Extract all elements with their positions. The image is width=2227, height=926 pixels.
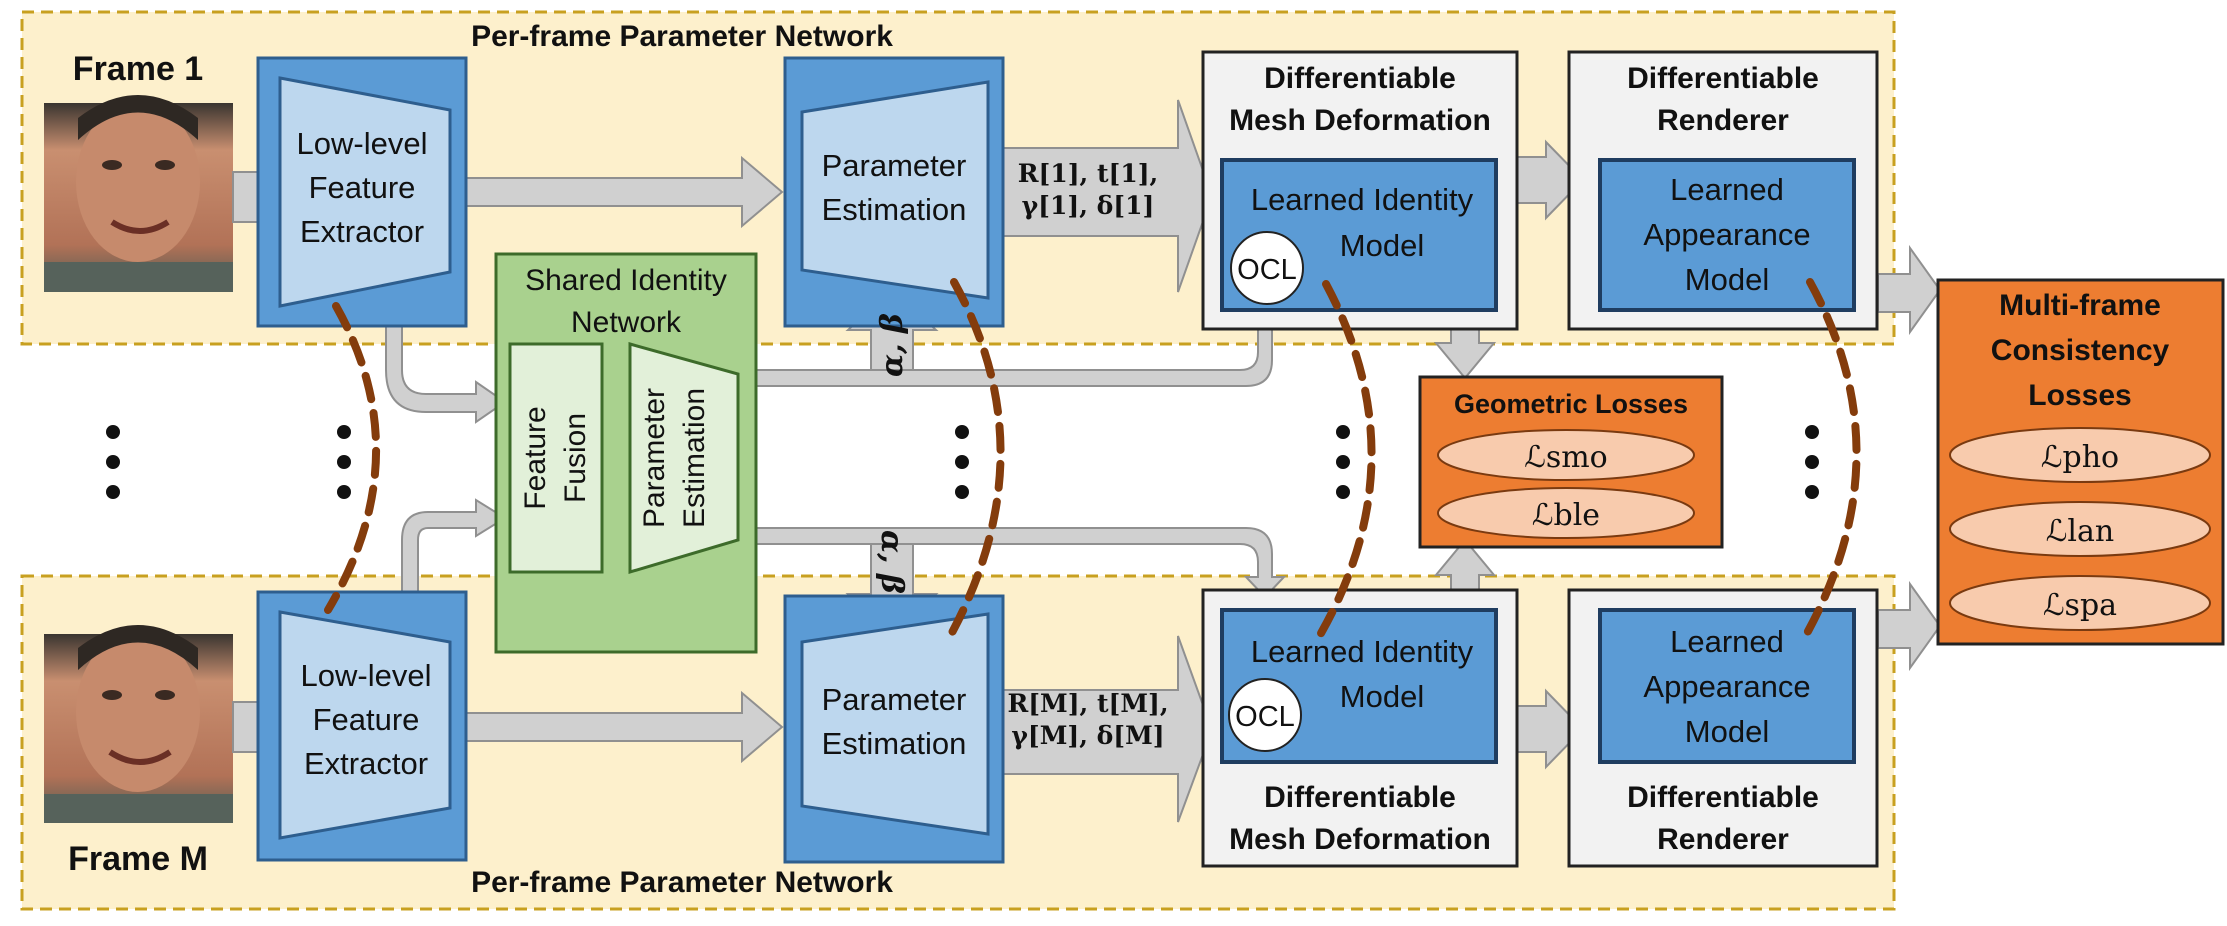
consistency-title-line2: Consistency (1991, 334, 2170, 367)
feature-extractor-top: Low-level Feature Extractor (256, 56, 468, 328)
arrow-renderer-to-losses-bottom (1877, 580, 1942, 672)
renderer-top-title-line1: Differentiable (1627, 62, 1819, 95)
renderer-bottom-title-line2: Renderer (1657, 823, 1789, 856)
shared-estimation-line1: Parameter (638, 388, 671, 528)
extractor-bottom-line1: Low-level (301, 658, 432, 693)
loss-lan: ℒlan (2046, 514, 2114, 549)
shared-title-line2: Network (571, 306, 682, 339)
arrow-estimation-to-mesh-bottom (990, 635, 1214, 823)
appearance-top-line3: Model (1685, 262, 1769, 297)
arrow-mesh-to-renderer-bottom (1515, 688, 1585, 770)
renderer-top: Differentiable Renderer Learned Appearan… (1567, 50, 1879, 331)
identity-model-bottom-line1: Learned Identity (1251, 634, 1474, 669)
frame-m-label: Frame M (68, 840, 208, 878)
estimation-top-line2: Estimation (822, 192, 967, 227)
arrow-extractor-to-estimation-bottom (456, 690, 784, 764)
loss-pho: ℒpho (2041, 440, 2119, 475)
ellipsis-markers (106, 425, 1819, 499)
bottom-region-label: Per-frame Parameter Network (471, 866, 893, 899)
ocl-top: OCL (1237, 254, 1297, 286)
face-image-frame-m (44, 625, 233, 823)
loss-spa: ℒspa (2043, 588, 2117, 623)
arrow-renderer-to-losses-top (1877, 244, 1942, 336)
face-image-frame-1 (44, 95, 233, 292)
parameter-estimation-bottom: Parameter Estimation (783, 594, 1005, 864)
arrow-shared-to-mesh-bottom (741, 527, 1287, 599)
frame-link-arcs (324, 278, 1861, 644)
renderer-bottom: Learned Appearance Model Differentiable … (1567, 588, 1879, 868)
fusion-line2: Fusion (559, 413, 592, 503)
extractor-bottom-line3: Extractor (304, 746, 428, 781)
geometric-losses-title: Geometric Losses (1454, 389, 1688, 419)
appearance-bottom-line2: Appearance (1643, 669, 1810, 704)
renderer-top-title-line2: Renderer (1657, 104, 1789, 137)
shared-estimation-line2: Estimation (678, 388, 711, 528)
parameter-estimation-top: Parameter Estimation (783, 56, 1005, 328)
appearance-bottom-line1: Learned (1670, 624, 1784, 659)
geometric-losses: Geometric Losses ℒsmo ℒble (1418, 375, 1724, 549)
extractor-top-line2: Feature (309, 170, 416, 205)
outputs-top-line2: γ[1], δ[1] (1022, 191, 1155, 220)
mesh-top-title-line1: Differentiable (1264, 62, 1456, 95)
frame-1-label: Frame 1 (73, 50, 203, 88)
alpha-beta-label-bottom: α, β (874, 530, 909, 594)
shared-identity-network: Shared Identity Network Feature Fusion P… (494, 252, 758, 654)
ocl-bottom: OCL (1235, 701, 1295, 733)
renderer-bottom-title-line1: Differentiable (1627, 781, 1819, 814)
mesh-top-title-line2: Mesh Deformation (1229, 104, 1491, 137)
appearance-bottom-line3: Model (1685, 714, 1769, 749)
appearance-top-line1: Learned (1670, 172, 1784, 207)
arrow-estimation-to-mesh-top (990, 99, 1214, 293)
link-arc-identity (1316, 280, 1376, 639)
estimation-bottom-line2: Estimation (822, 726, 967, 761)
feature-extractor-bottom: Low-level Feature Extractor (256, 590, 468, 862)
loss-ble: ℒble (1532, 498, 1600, 533)
fusion-line1: Feature (519, 406, 552, 509)
outputs-bottom-line1: R[M], t[M], (1007, 689, 1168, 718)
mesh-bottom-title-line1: Differentiable (1264, 781, 1456, 814)
outputs-top-line1: R[1], t[1], (1018, 159, 1159, 188)
consistency-losses: Multi-frame Consistency Losses ℒpho ℒlan… (1936, 278, 2225, 646)
estimation-bottom-line1: Parameter (822, 682, 967, 717)
consistency-title-line3: Losses (2028, 379, 2131, 412)
arrow-bottom-extractor-to-fusion (401, 498, 507, 597)
mesh-deformation-bottom: Learned Identity Model OCL Differentiabl… (1201, 588, 1519, 868)
extractor-bottom-line2: Feature (313, 702, 420, 737)
link-arc-extractor (324, 302, 381, 614)
link-arc-appearance (1802, 278, 1861, 639)
consistency-title-line1: Multi-frame (1999, 289, 2161, 322)
loss-smo: ℒsmo (1524, 440, 1608, 475)
identity-model-bottom-line2: Model (1340, 679, 1424, 714)
mesh-bottom-title-line2: Mesh Deformation (1229, 823, 1491, 856)
alpha-beta-label-top: α, β (875, 313, 910, 377)
feature-fusion-block (508, 342, 604, 574)
arrow-extractor-to-estimation-top (456, 155, 784, 229)
estimation-top-line1: Parameter (822, 148, 967, 183)
mesh-deformation-top: Differentiable Mesh Deformation Learned … (1201, 50, 1519, 331)
appearance-top-line2: Appearance (1643, 217, 1810, 252)
top-region-label: Per-frame Parameter Network (471, 20, 893, 53)
arrow-mesh-to-renderer-top (1515, 139, 1585, 221)
extractor-top-line1: Low-level (297, 126, 428, 161)
outputs-bottom-line2: γ[M], δ[M] (1011, 721, 1164, 750)
shared-title-line1: Shared Identity (525, 264, 727, 297)
extractor-top-line3: Extractor (300, 214, 424, 249)
shared-estimation-block (628, 342, 740, 575)
identity-model-top-line1: Learned Identity (1251, 182, 1474, 217)
identity-model-top-line2: Model (1340, 228, 1424, 263)
link-arc-estimation (944, 278, 1005, 644)
